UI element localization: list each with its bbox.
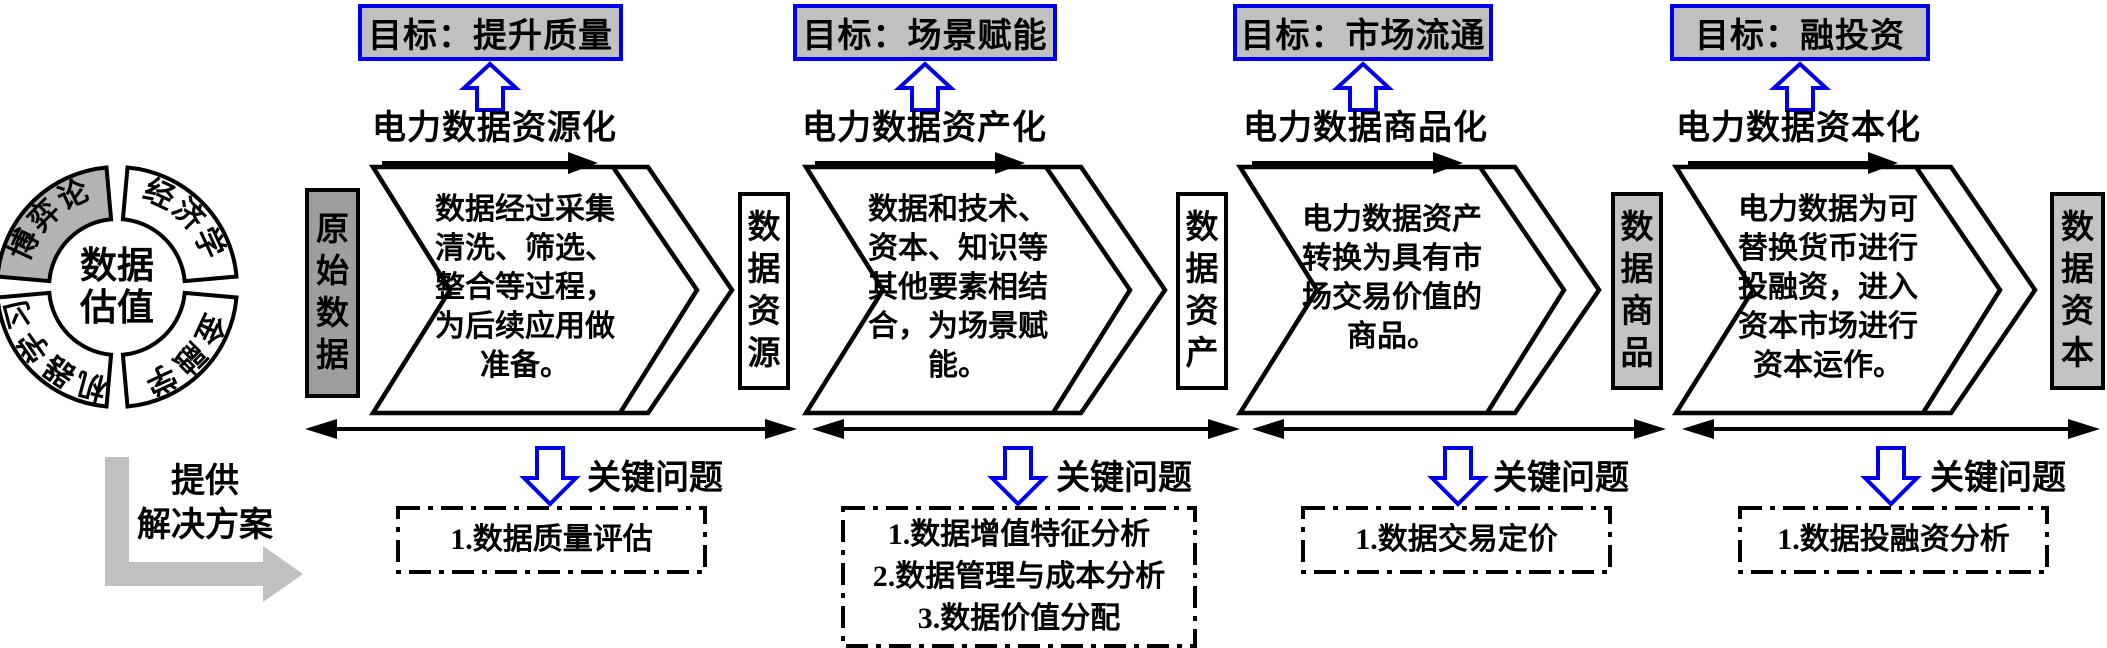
stage-label: 数据资产 (1185, 209, 1219, 373)
issue-line: 2.数据管理与成本分析 (872, 560, 1166, 593)
process-label-assetizing: 电力数据资产化 (802, 110, 1047, 147)
up-arrow-icon (893, 61, 957, 112)
issues-list-pricing: 1.数据交易定价 (1303, 508, 1610, 572)
chevron-description-commoditizing: 电力数据资产 转换为具有市 场交易价值的 商品。 (1302, 203, 1482, 353)
wheel-center-line1: 数据 (80, 246, 154, 287)
chevron-description-capitalizing: 电力数据为可 替换货币进行 投融资，进入 资本市场进行 资本运作。 (1738, 193, 1918, 382)
solution-line2: 解决方案 (137, 507, 273, 544)
wheel-center-line2: 估值 (80, 288, 154, 329)
process-arrow-icon (382, 152, 598, 174)
down-arrow-icon (519, 446, 581, 507)
down-arrow-icon (1860, 446, 1922, 507)
chevron-commoditizing (1235, 164, 1602, 416)
span-arrows (305, 419, 2100, 439)
stage-box-data-resource: 数据资源 (738, 192, 790, 390)
stage-label: 数据资源 (747, 209, 781, 373)
wheel-segment-economics (120, 165, 239, 284)
solution-label: 提供 解决方案 (130, 460, 280, 548)
key-issue-down-arrows (519, 446, 1922, 507)
valuation-wheel (0, 165, 239, 409)
goal-up-arrows (458, 61, 1832, 112)
span-arrow-icon (1682, 419, 2100, 439)
span-arrow-icon (305, 419, 797, 439)
chevron-assetizing (801, 164, 1168, 416)
issue-line: 1.数据质量评估 (450, 523, 653, 556)
down-arrow-icon (987, 446, 1049, 507)
process-arrow-icon (1688, 152, 1898, 174)
wheel-segment-game-theory (0, 165, 114, 284)
chevron-capitalizing (1671, 164, 2038, 416)
issue-boxes (396, 506, 2049, 648)
stage-box-raw-data: 原始数据 (305, 188, 360, 398)
issues-list-asset: 1.数据增值特征分析 2.数据管理与成本分析 3.数据价值分配 (843, 510, 1195, 644)
chevron-resourcing (368, 164, 735, 416)
chevron-shapes (368, 164, 2038, 416)
span-arrow-icon (812, 419, 1240, 439)
issue-box-border (841, 506, 1197, 648)
process-label-commoditizing: 电力数据商品化 (1243, 110, 1488, 147)
stage-label: 数据资本 (2061, 209, 2094, 373)
issue-box-border (1301, 506, 1612, 574)
wheel-segment-machine-learning (0, 290, 114, 409)
stage-box-data-commodity: 数据商品 (1611, 192, 1663, 390)
goal-label: 目标：提升质量 (368, 18, 613, 55)
up-arrow-icon (458, 61, 522, 112)
issues-list-quality: 1.数据质量评估 (398, 508, 705, 572)
goal-label: 目标：市场流通 (1240, 18, 1486, 55)
stage-box-data-asset: 数据资产 (1176, 192, 1228, 390)
span-arrow-icon (1252, 419, 1666, 439)
process-label-capitalizing: 电力数据资本化 (1676, 110, 1921, 147)
goal-box-market: 目标：市场流通 (1233, 4, 1493, 61)
solution-line1: 提供 (171, 463, 239, 500)
stage-label: 原始数据 (316, 211, 349, 375)
goal-box-financing: 目标：融投资 (1670, 4, 1930, 61)
process-arrow-icon (815, 152, 1025, 174)
key-issues-label: 关键问题 (1056, 460, 1192, 497)
process-arrow-icon (1252, 152, 1463, 174)
issue-box-border (1738, 506, 2049, 574)
issue-line: 1.数据增值特征分析 (887, 518, 1151, 551)
goal-label: 目标：融投资 (1695, 18, 1905, 55)
down-arrow-icon (1427, 446, 1489, 507)
key-issues-label: 关键问题 (1493, 460, 1629, 497)
issue-line: 1.数据交易定价 (1355, 523, 1558, 556)
chevron-description-assetizing: 数据和技术、 资本、知识等 其他要素相结 合，为场景赋 能。 (868, 193, 1048, 382)
issue-box-border (396, 506, 707, 574)
goal-box-scenario: 目标：场景赋能 (793, 4, 1057, 61)
process-label-resourcing: 电力数据资源化 (372, 110, 617, 147)
key-issues-label: 关键问题 (587, 460, 723, 497)
up-arrow-icon (1331, 61, 1395, 112)
issues-list-financing: 1.数据投融资分析 (1740, 508, 2047, 572)
wheel-segment-finance (120, 290, 239, 409)
wheel-center-label: 数据 估值 (57, 246, 177, 330)
goal-label: 目标：场景赋能 (802, 18, 1048, 55)
chevron-description-resourcing: 数据经过采集 清洗、筛选、 整合等过程， 为后续应用做 准备。 (435, 193, 615, 382)
solution-arrow-icon (105, 457, 303, 602)
stage-box-data-capital: 数据资本 (2050, 192, 2105, 390)
issue-line: 1.数据投融资分析 (1777, 523, 2010, 556)
key-issues-label: 关键问题 (1930, 460, 2066, 497)
issue-line: 3.数据价值分配 (917, 602, 1121, 635)
process-arrows (382, 152, 1898, 174)
up-arrow-icon (1768, 61, 1832, 112)
goal-box-quality: 目标：提升质量 (358, 4, 623, 61)
stage-label: 数据商品 (1620, 209, 1654, 373)
